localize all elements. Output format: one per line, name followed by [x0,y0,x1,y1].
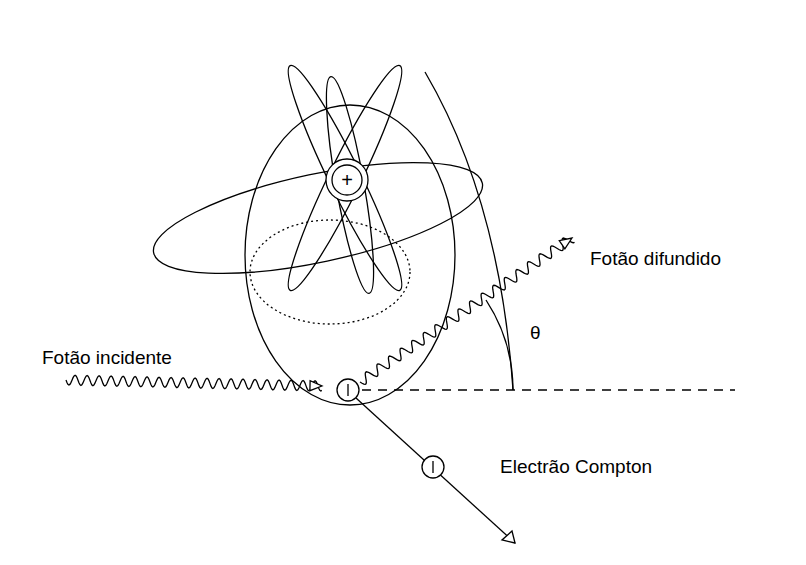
photon-wave [66,375,322,391]
arrow-head [559,238,572,249]
electron-sign [432,461,433,473]
label: θ [530,322,541,344]
charge-sign: + [341,170,353,190]
electron [337,379,359,401]
arrow-head [502,531,515,543]
electron-track [356,398,515,543]
orbit [276,59,414,298]
label: Fotão incidente [42,347,172,369]
nucleus: + [325,158,369,202]
angle-arc [486,300,513,390]
angle-arc [425,72,513,390]
electron [422,456,444,478]
label: Fotão difundido [590,248,721,270]
photon-wave [360,238,575,384]
label: Electrão Compton [500,456,652,478]
orbit [276,59,414,298]
electron-sign [347,384,348,396]
orbit [317,74,383,296]
orbit [145,140,492,296]
arrow-head [310,381,322,391]
orbit [245,105,455,405]
orbit [250,220,410,324]
reference-line [362,389,735,390]
